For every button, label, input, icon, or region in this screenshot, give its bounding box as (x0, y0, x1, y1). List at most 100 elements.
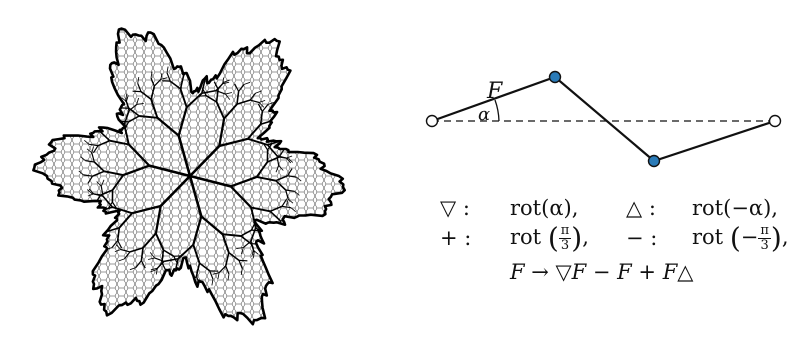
fractal-branch-segment (100, 179, 105, 187)
fractal-branch-segment (267, 245, 274, 251)
fractal-branch-segment (86, 148, 93, 154)
fractal-branch-segment (276, 155, 280, 166)
fractal-branch-segment (174, 271, 179, 281)
fractal-branch-segment (209, 270, 214, 280)
fractal-branch-segment (240, 229, 252, 237)
fractal-branch-segment (189, 174, 232, 188)
fractal-branch-segment (219, 137, 249, 148)
fractal-branch-segment (288, 221, 295, 227)
fractal-branch-segment (217, 81, 225, 90)
fractal-branch-segment (93, 161, 105, 172)
fractal-branch-segment (93, 210, 100, 219)
fractal-branch-segment (223, 103, 238, 120)
fractal-branch-segment (211, 71, 219, 74)
fractal-branch-segment (267, 101, 274, 105)
fractal-branch-segment (177, 106, 188, 136)
fractal-branch-segment (240, 268, 243, 275)
fractal-branch-segment (289, 140, 296, 144)
fractal-branch-segment (153, 78, 162, 87)
fractal-branch-segment (198, 95, 207, 97)
fractal-branch-segment (147, 257, 155, 260)
fractal-branch-segment (85, 203, 91, 209)
fractal-branch-segment (111, 174, 125, 191)
fractal-branch-segment (252, 252, 255, 259)
fractal-branch-segment (183, 282, 190, 286)
fractal-branch-segment (225, 93, 231, 100)
fractal-branch-segment (255, 161, 269, 178)
fractal-branch-segment (215, 101, 225, 119)
fractal-branch-segment (148, 164, 191, 178)
fractal-branch-segment (150, 77, 155, 87)
fractal-branch-segment (92, 117, 98, 123)
fractal-branch-segment (274, 237, 280, 243)
fractal-branch-segment (161, 262, 167, 271)
fractal-branch-segment (251, 250, 255, 257)
fractal-branch-segment (166, 72, 171, 82)
fractal-branch-segment (150, 99, 159, 119)
production-rule: F → ▽F − F + F△ (510, 260, 694, 284)
fractal-branch-segment (276, 155, 287, 159)
fractal-branch-segment (250, 222, 256, 231)
fractal-branch-segment (91, 152, 95, 163)
fractal-branch-segment (92, 224, 98, 230)
fractal-branch-segment (222, 233, 241, 237)
fractal-branch-segment (117, 240, 123, 249)
fractal-branch-segment (166, 278, 169, 285)
fractal-branch-segment (259, 111, 264, 125)
fractal-branch-segment (96, 115, 100, 123)
fractal-branch-segment (222, 81, 230, 85)
fractal-branch-segment (285, 189, 295, 192)
fractal-branch-segment (225, 265, 230, 275)
fractal-branch-segment (201, 65, 204, 72)
fractal-branch-segment (250, 243, 255, 253)
end-node (768, 114, 782, 128)
fractal-branch-segment (228, 251, 240, 262)
fractal-branch-segment (136, 102, 144, 105)
fractal-branch-segment (215, 89, 219, 103)
fractal-branch-segment (123, 251, 131, 260)
fractal-branch-segment (94, 238, 101, 242)
fractal-branch-segment (188, 283, 191, 290)
fractal-branch-segment (111, 240, 119, 248)
fractal-branch-segment (114, 249, 121, 253)
fractal-branch-segment (90, 208, 100, 212)
fractal-branch-segment (281, 205, 291, 209)
fractal-branch-segment (120, 248, 131, 253)
fractal-branch-segment (87, 175, 94, 184)
fractal-snowflake-figure (32, 27, 346, 326)
fractal-branch-segment (230, 175, 258, 188)
fractal-branch-segment (238, 84, 245, 92)
fractal-branch-segment (106, 101, 113, 107)
fractal-branch-segment (115, 244, 122, 250)
fractal-branch-segment (265, 236, 275, 239)
fractal-branch-segment (140, 90, 152, 101)
fractal-branch-segment (269, 205, 283, 213)
fractal-branch-segment (150, 267, 158, 271)
fractal-branch-segment (122, 164, 150, 177)
fractal-branch-segment (118, 212, 133, 229)
fractal-branch-segment (257, 103, 263, 112)
fractal-branch-segment (212, 272, 220, 275)
fractal-branch-segment (83, 174, 93, 177)
triangle-up-symbol: △ : (626, 196, 656, 220)
fractal-branch-segment (229, 185, 253, 209)
fractal-branch-segment (179, 75, 185, 90)
fractal-branch-segment (169, 80, 181, 90)
fractal-branch-segment (290, 207, 296, 213)
fractal-branch-segment (213, 81, 219, 90)
fractal-branch-segment (285, 131, 293, 135)
fractal-branch-segment (161, 249, 165, 263)
turn-node-2 (647, 154, 661, 168)
fractal-branch-segment (287, 198, 294, 204)
fractal-branch-segment (96, 181, 102, 187)
fractal-branch-segment (278, 149, 285, 158)
fractal-branch-segment (155, 233, 165, 251)
fractal-branch-segment (97, 139, 111, 147)
fractal-branch-segment (199, 262, 211, 272)
fractal-branch-segment (131, 204, 161, 215)
fractal-branch-segment (273, 119, 284, 124)
rule-polyline (431, 75, 776, 163)
plus-symbol: + : (440, 226, 472, 250)
